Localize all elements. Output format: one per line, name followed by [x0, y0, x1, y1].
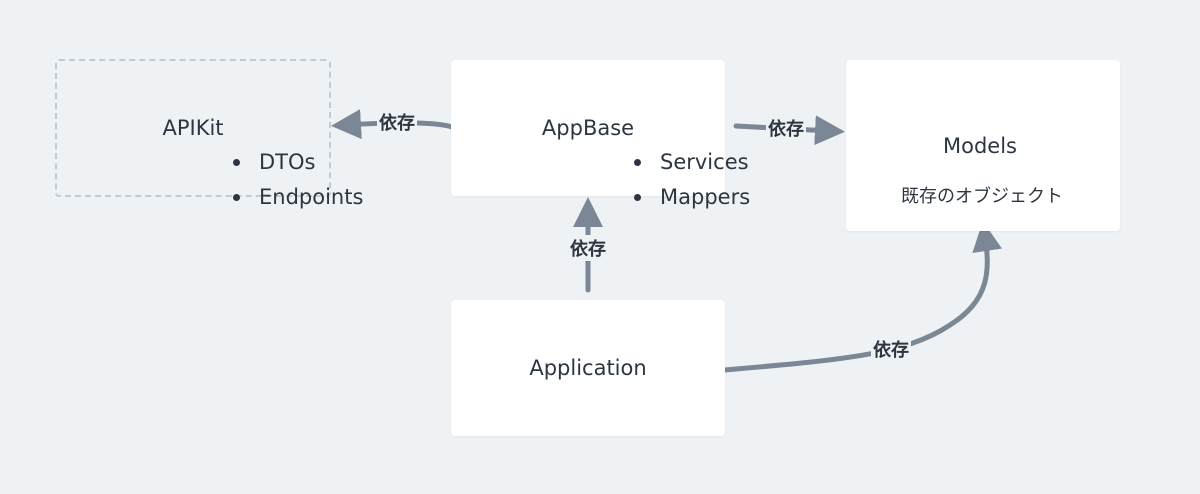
edge-label-appbase-to-apikit: 依存: [377, 109, 417, 135]
edge-label-appbase-to-models: 依存: [766, 115, 806, 141]
node-application: [451, 300, 725, 436]
appbase-item-mappers: Mappers: [634, 182, 750, 217]
edge-label-application-to-models: 依存: [871, 336, 911, 362]
node-appbase: [451, 60, 725, 196]
node-apikit-title: APIKit: [162, 116, 224, 140]
appbase-item-list: Services Mappers: [634, 147, 750, 217]
apikit-item-dtos: DTOs: [233, 147, 363, 182]
edge-application-to-models: [721, 221, 1003, 373]
node-models-title: Models: [943, 134, 1017, 158]
node-models: [846, 60, 1120, 231]
node-appbase-title: AppBase: [541, 116, 635, 140]
node-apikit: [55, 59, 331, 197]
apikit-item-endpoints: Endpoints: [233, 182, 363, 217]
appbase-item-services: Services: [634, 147, 750, 182]
node-application-title: Application: [529, 356, 647, 380]
node-models-subtitle: 既存のオブジェクト: [901, 186, 1063, 207]
edge-label-application-to-appbase: 依存: [568, 235, 608, 261]
apikit-item-list: DTOs Endpoints: [233, 147, 363, 217]
